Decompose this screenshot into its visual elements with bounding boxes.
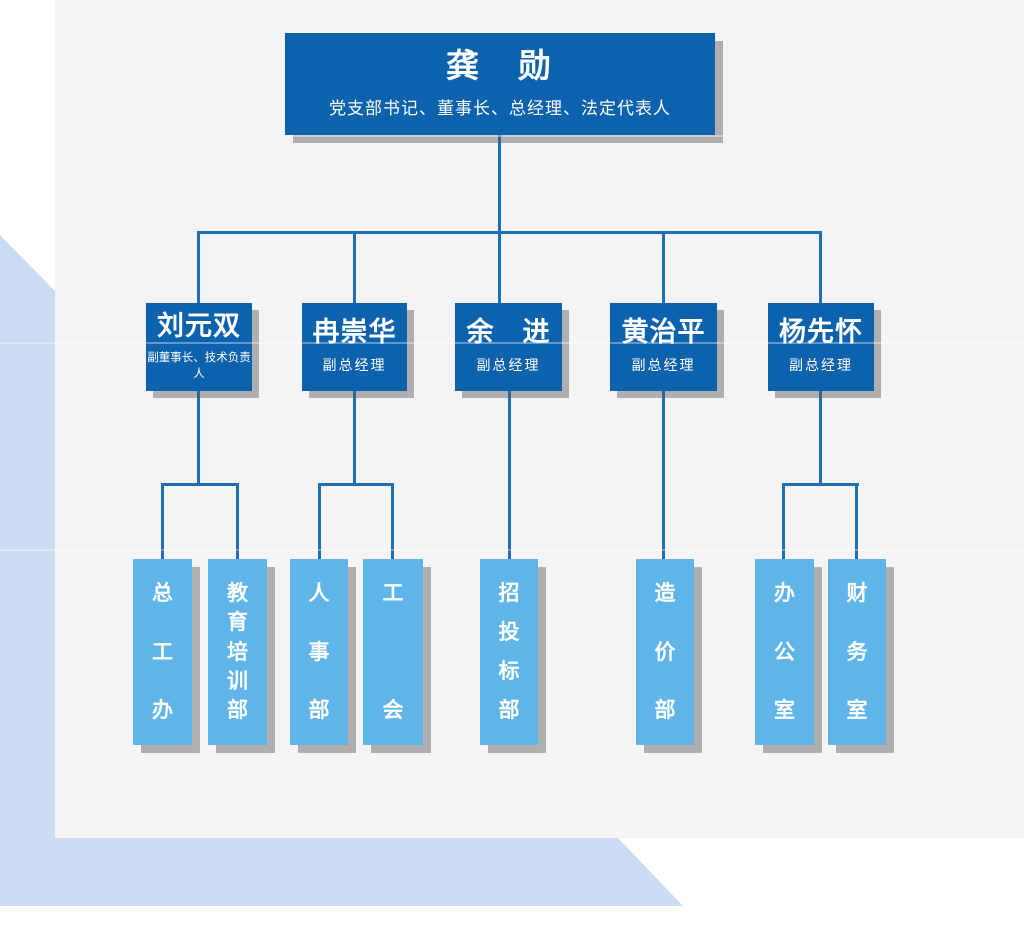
background-seam-line [0, 549, 1024, 551]
connector-drop-manager-0 [197, 231, 200, 303]
manager-box: 余 进 副总经理 [455, 303, 562, 391]
root-title: 党支部书记、董事长、总经理、法定代表人 [329, 99, 671, 118]
department-box: 工会 [363, 559, 423, 745]
department-box: 人事部 [290, 559, 348, 745]
manager-box: 黄治平 副总经理 [610, 303, 717, 391]
connector-root-vertical [498, 135, 501, 303]
connector-level1-horizontal [197, 231, 822, 234]
manager-name: 冉崇华 [312, 317, 397, 347]
connector-dept-0-1 [236, 483, 239, 559]
department-box: 造价部 [636, 559, 694, 745]
background-seam-line [0, 135, 1024, 137]
connector-dept-1-1 [391, 483, 394, 559]
background-decoration-bottom-band [0, 838, 683, 906]
department-label: 总工办 [152, 582, 173, 722]
department-box: 招投标部 [480, 559, 538, 745]
manager-box: 刘元双 副董事长、技术负责人 [146, 303, 252, 391]
manager-name: 余 进 [466, 317, 551, 347]
department-label: 造价部 [654, 582, 676, 722]
connector-dept-4-1 [855, 483, 858, 559]
connector-drop-manager-3 [662, 231, 665, 303]
manager-title: 副总经理 [631, 357, 696, 373]
connector-manager-1-stem [353, 390, 356, 485]
background-decoration-left-stripe [0, 235, 55, 906]
manager-title: 副总经理 [322, 357, 387, 373]
manager-box: 冉崇华 副总经理 [302, 303, 407, 391]
manager-box: 杨先怀 副总经理 [768, 303, 874, 391]
department-label: 招投标部 [498, 582, 520, 722]
connector-manager-1-split [318, 483, 394, 486]
connector-manager-0-split [161, 483, 239, 486]
connector-dept-0-0 [161, 483, 164, 559]
manager-title: 副总经理 [789, 357, 853, 373]
department-label: 人事部 [308, 582, 330, 722]
connector-dept-4-0 [782, 483, 785, 559]
manager-name: 杨先怀 [779, 317, 863, 347]
connector-manager-4-split [782, 483, 859, 486]
department-label: 工会 [382, 582, 404, 722]
connector-manager-0-stem [197, 390, 200, 485]
manager-title: 副董事长、技术负责人 [147, 352, 251, 380]
manager-name: 黄治平 [621, 317, 706, 347]
manager-name: 刘元双 [157, 311, 241, 341]
connector-drop-manager-4 [819, 231, 822, 303]
department-box: 教育培训部 [208, 559, 267, 745]
department-box: 财务室 [828, 559, 886, 745]
department-box: 办公室 [755, 559, 814, 745]
department-label: 教育培训部 [227, 582, 248, 722]
root-box: 龚 勋 党支部书记、董事长、总经理、法定代表人 [285, 33, 715, 135]
connector-manager-4-stem [819, 390, 822, 485]
department-box: 总工办 [133, 559, 192, 745]
connector-dept-1-0 [318, 483, 321, 559]
connector-dept-2-0 [508, 390, 511, 559]
connector-drop-manager-1 [353, 231, 356, 303]
root-name: 龚 勋 [446, 47, 554, 84]
department-label: 办公室 [774, 582, 795, 722]
connector-dept-3-0 [662, 390, 665, 559]
manager-title: 副总经理 [476, 357, 541, 373]
department-label: 财务室 [846, 582, 868, 722]
background-seam-line [0, 342, 1024, 344]
